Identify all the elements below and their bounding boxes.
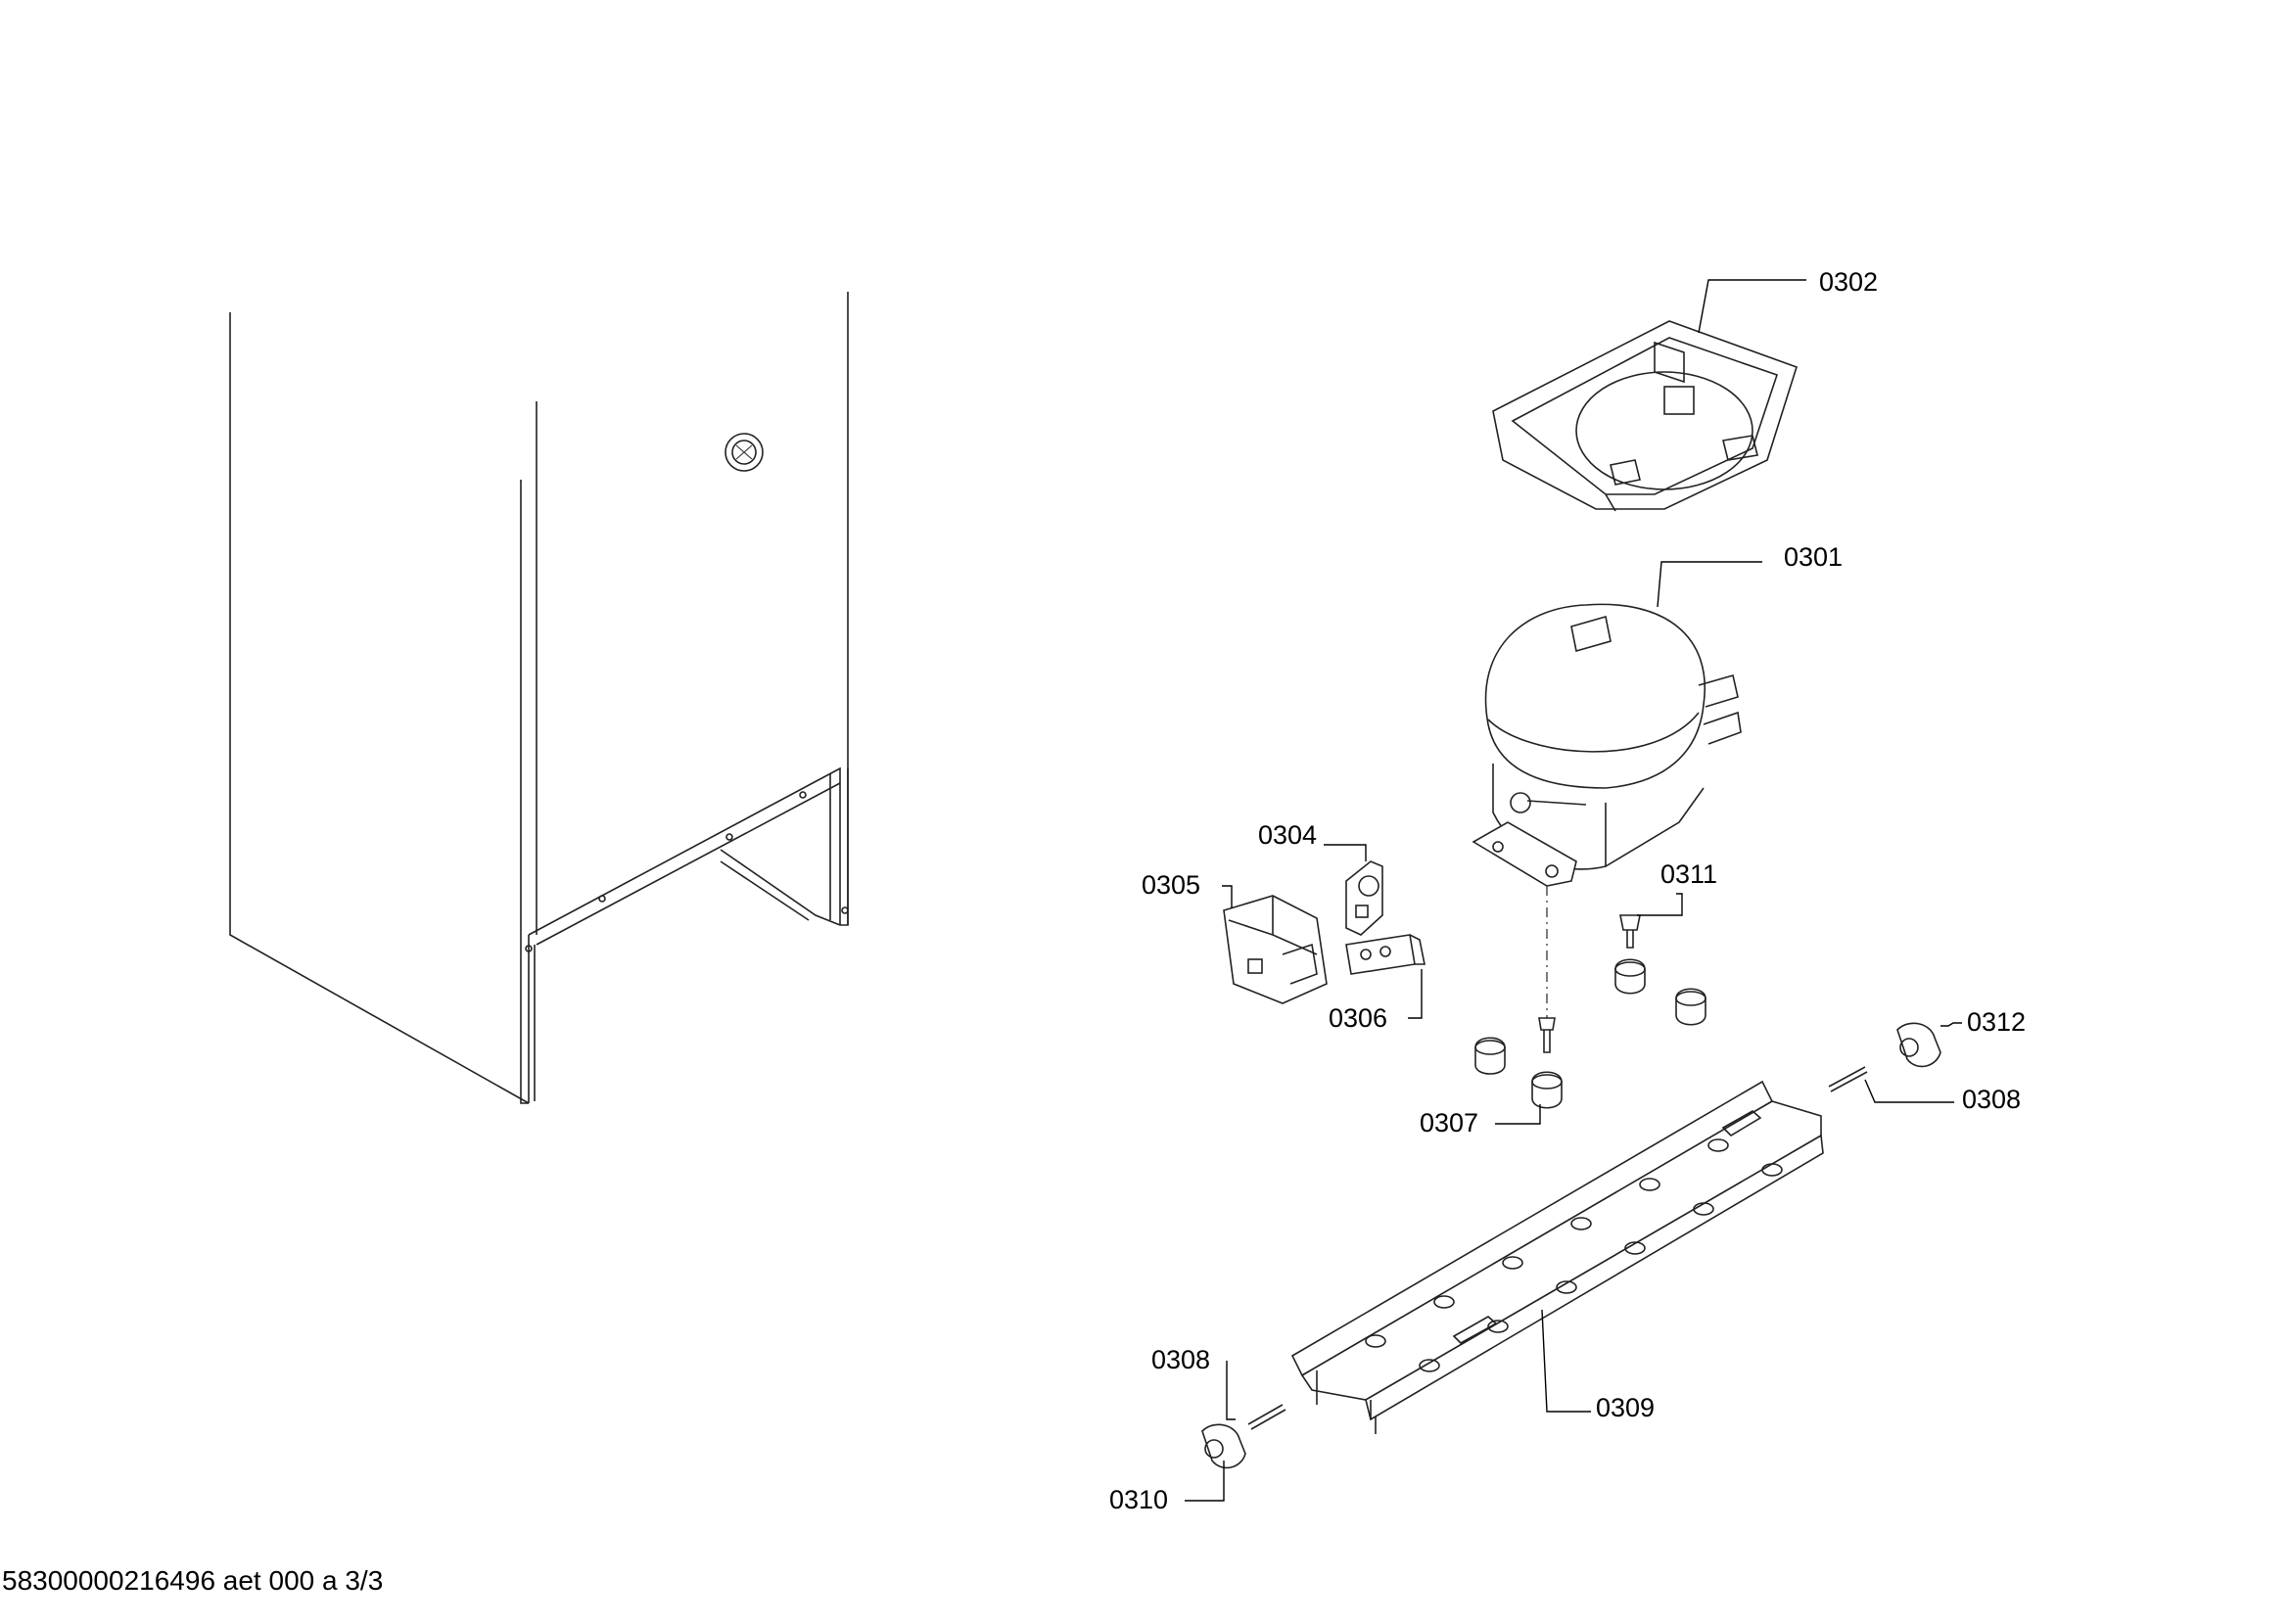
starter-relay-part (1345, 860, 1383, 936)
part-labels: 0302 0301 0304 0305 0306 0307 0311 0312 … (1109, 267, 2026, 1514)
label-0306: 0306 (1329, 1003, 1387, 1033)
label-0307: 0307 (1420, 1108, 1478, 1137)
mounting-hardware (1474, 886, 1706, 1109)
document-id: 58300000216496 aet 000 a 3/3 (2, 1565, 383, 1596)
label-0308-lower: 0308 (1151, 1345, 1210, 1374)
foot-part-lower (1201, 1423, 1246, 1469)
base-rail-part (1290, 1080, 1824, 1434)
relay-cover-part (1223, 895, 1328, 1004)
label-0304: 0304 (1258, 820, 1317, 850)
label-0310: 0310 (1109, 1485, 1168, 1514)
label-0308-upper: 0308 (1962, 1085, 2021, 1114)
drip-tray-part (1492, 320, 1798, 512)
cabinet-port-icon (724, 433, 764, 472)
label-0301: 0301 (1784, 542, 1843, 572)
terminal-clip-part (1345, 934, 1425, 975)
foot-part-upper (1896, 1022, 1941, 1068)
label-0309: 0309 (1596, 1393, 1655, 1422)
label-0311: 0311 (1660, 859, 1717, 889)
pin-part-lower (1247, 1404, 1286, 1430)
label-0312: 0312 (1967, 1007, 2026, 1037)
cabinet-drawing (229, 292, 849, 1104)
label-0305: 0305 (1142, 870, 1200, 900)
compressor-part (1472, 603, 1742, 887)
label-0302: 0302 (1819, 267, 1878, 297)
pin-part-upper (1828, 1066, 1868, 1092)
leader-lines (1185, 279, 1962, 1502)
